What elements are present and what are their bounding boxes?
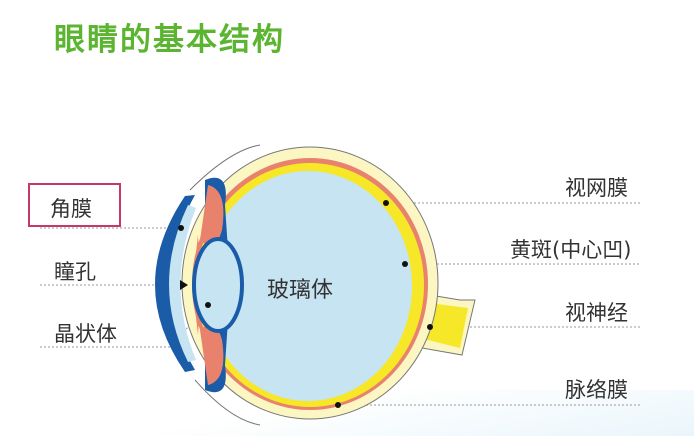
marker-cornea bbox=[178, 225, 184, 231]
lower-sclera-edge bbox=[194, 379, 261, 426]
label-macula: 黄斑(中心凹) bbox=[510, 238, 632, 262]
marker-retina bbox=[383, 200, 389, 206]
label-retina: 视网膜 bbox=[565, 176, 628, 200]
marker-choroid bbox=[335, 402, 341, 408]
lens bbox=[192, 237, 244, 333]
marker-macula bbox=[402, 261, 408, 267]
label-vitreous: 玻璃体 bbox=[267, 278, 334, 303]
vitreous-body bbox=[204, 171, 412, 401]
marker-optic-nerve bbox=[427, 324, 433, 330]
marker-lens bbox=[205, 302, 211, 308]
cornea bbox=[155, 195, 195, 372]
pupil-arrow-icon bbox=[180, 280, 188, 290]
upper-ciliary-muscle bbox=[200, 185, 224, 246]
anterior-chamber bbox=[169, 205, 196, 362]
label-lens: 晶状体 bbox=[54, 322, 117, 346]
label-optic-nerve: 视神经 bbox=[565, 301, 628, 325]
cornea-highlight-box bbox=[28, 183, 121, 227]
label-pupil: 瞳孔 bbox=[54, 260, 96, 284]
upper-sclera-edge bbox=[189, 144, 261, 191]
lower-ciliary-muscle bbox=[200, 324, 224, 385]
label-cornea: 角膜 bbox=[50, 197, 92, 221]
page-title: 眼睛的基本结构 bbox=[54, 22, 285, 58]
label-choroid: 脉络膜 bbox=[565, 378, 628, 402]
label-markers bbox=[178, 200, 433, 408]
